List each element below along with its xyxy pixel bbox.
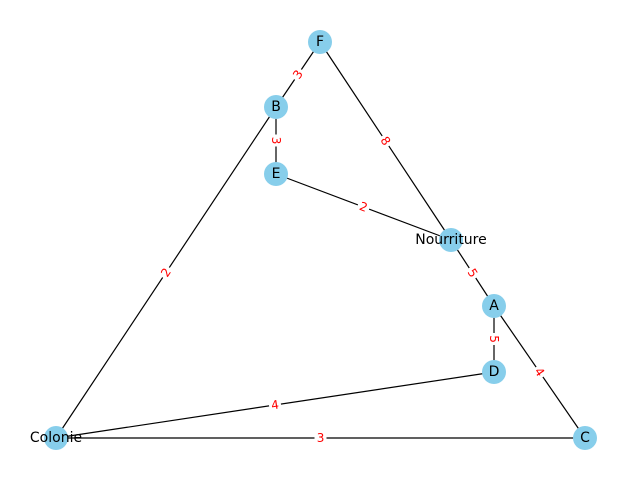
node-circle (439, 228, 463, 252)
node-e[interactable]: E (264, 162, 288, 186)
edge-weight-A-C: 4 (529, 362, 550, 382)
edge-weight-B-E: 3 (268, 134, 284, 147)
node-label: Nourriture (415, 232, 487, 248)
edge-weight-background (156, 263, 176, 282)
edge-weight-D-Colonie: 4 (267, 396, 283, 414)
edge-weight-A-D: 5 (486, 333, 502, 345)
edge-weight-background (267, 396, 283, 414)
node-circle (573, 426, 597, 450)
edge-weight-Nourriture-A: 5 (462, 263, 483, 283)
node-colonie[interactable]: Colonie (30, 426, 82, 450)
node-label: Colonie (30, 430, 82, 446)
node-circle (264, 95, 288, 119)
edges-layer (55, 41, 586, 439)
edge-weight-B-Colonie: 2 (156, 263, 176, 282)
edge-weight-label: 4 (270, 398, 280, 413)
edge-weight-background (486, 333, 502, 345)
edge-weight-background (288, 65, 308, 84)
node-label: A (489, 298, 499, 314)
edge-weight-background (355, 197, 372, 217)
edge-weight-label: 5 (487, 335, 501, 343)
node-nourriture[interactable]: Nourriture (415, 228, 487, 252)
edge-weight-background (268, 134, 284, 147)
node-label: D (489, 364, 500, 380)
edge-weight-F-Nourriture: 8 (375, 131, 396, 151)
edge-weight-label: 3 (317, 431, 325, 445)
node-a[interactable]: A (482, 294, 506, 318)
node-circle (308, 30, 332, 54)
node-d[interactable]: D (482, 360, 506, 384)
node-circle (44, 426, 68, 450)
node-label: E (272, 166, 281, 182)
node-circle (482, 294, 506, 318)
edge-weight-label: 3 (269, 137, 283, 145)
edge-weight-F-B: 3 (288, 65, 308, 84)
node-label: C (580, 430, 590, 446)
node-circle (482, 360, 506, 384)
edge-weight-Colonie-C: 3 (314, 430, 327, 446)
node-label: F (316, 34, 324, 50)
node-c[interactable]: C (573, 426, 597, 450)
edge-weight-background (375, 131, 396, 151)
edge-weight-background (462, 263, 483, 283)
edge-weight-background (314, 430, 327, 446)
node-f[interactable]: F (308, 30, 332, 54)
edge-weight-background (529, 362, 550, 382)
node-b[interactable]: B (264, 95, 288, 119)
edge-labels-layer: 3 8 3 2 2 5 5 4 4 3 (156, 65, 550, 446)
node-circle (264, 162, 288, 186)
node-label: B (271, 99, 281, 115)
edge-weight-E-Nourriture: 2 (355, 197, 372, 217)
